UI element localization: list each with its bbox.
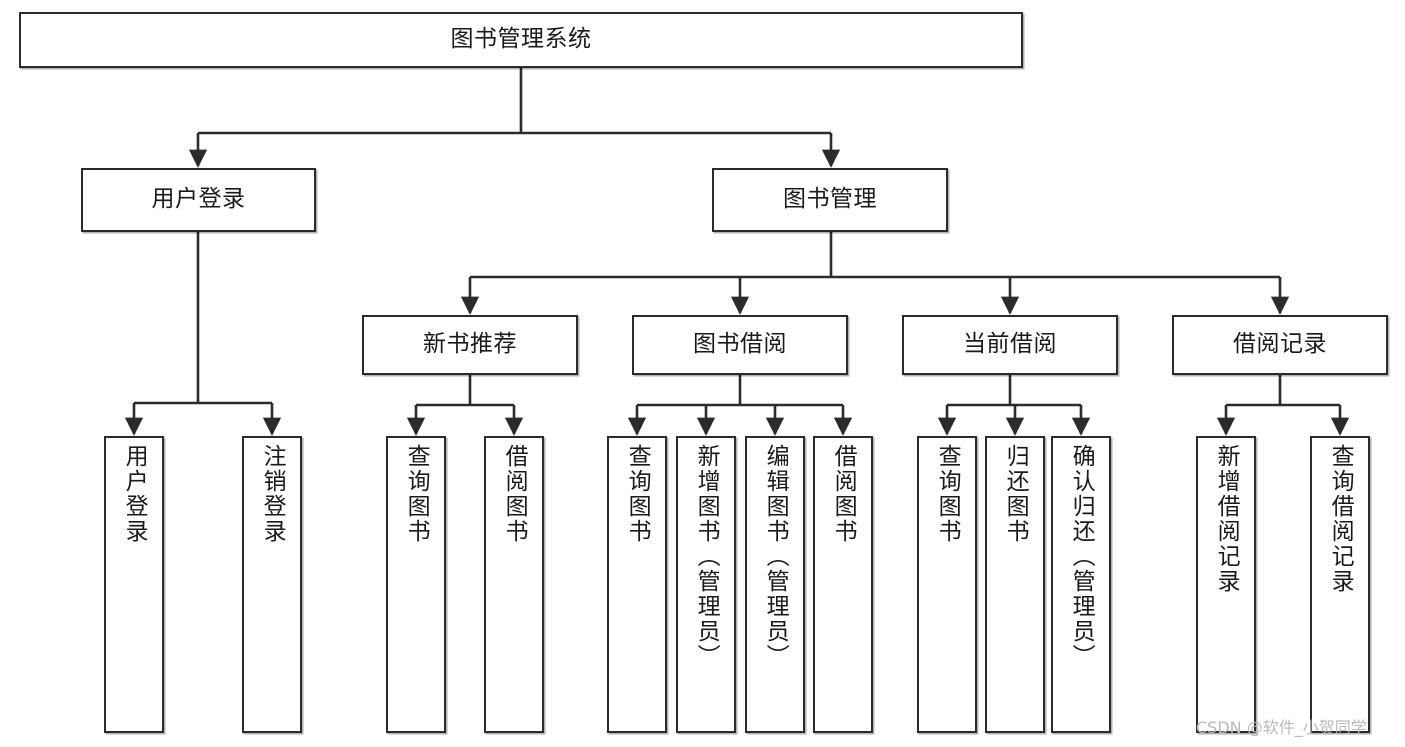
node-book-borrowing[interactable]: 图书借阅	[632, 315, 848, 375]
node-label: 查询图书	[934, 444, 961, 544]
node-label: 新增图书（管理员）	[693, 444, 720, 669]
node-leaf-confirm-return-admin[interactable]: 确认归还（管理员）	[1051, 436, 1111, 733]
node-leaf-add-borrow-record[interactable]: 新增借阅记录	[1196, 436, 1256, 733]
node-user-login[interactable]: 用户登录	[81, 168, 316, 232]
node-label: 图书借阅	[693, 331, 787, 358]
node-label: 借阅记录	[1233, 331, 1327, 358]
node-label: 图书管理	[783, 186, 877, 213]
watermark-csdn: CSDN @软件_小贺同学	[1196, 718, 1367, 737]
node-label: 图书管理系统	[450, 26, 592, 53]
node-leaf-query-borrow-record[interactable]: 查询借阅记录	[1310, 436, 1370, 733]
node-label: 查询借阅记录	[1327, 444, 1354, 594]
node-label: 注销登录	[259, 444, 286, 544]
node-leaf-logout[interactable]: 注销登录	[242, 436, 302, 733]
node-current-borrowing[interactable]: 当前借阅	[902, 315, 1118, 375]
node-new-book-recommendation[interactable]: 新书推荐	[362, 315, 578, 375]
node-leaf-user-login[interactable]: 用户登录	[104, 436, 164, 733]
node-leaf-borrow-book-new-rec[interactable]: 借阅图书	[484, 436, 544, 733]
node-root-book-management-system[interactable]: 图书管理系统	[19, 12, 1023, 68]
node-book-management[interactable]: 图书管理	[712, 168, 948, 232]
node-label: 当前借阅	[963, 331, 1057, 358]
node-label: 查询图书	[403, 444, 430, 544]
node-label: 归还图书	[1002, 444, 1029, 544]
node-label: 借阅图书	[830, 444, 857, 544]
node-borrowing-record[interactable]: 借阅记录	[1172, 315, 1388, 375]
node-label: 新增借阅记录	[1213, 444, 1240, 594]
node-label: 查询图书	[624, 444, 651, 544]
node-label: 确认归还（管理员）	[1068, 444, 1095, 669]
node-label: 借阅图书	[501, 444, 528, 544]
node-leaf-add-book-admin[interactable]: 新增图书（管理员）	[676, 436, 736, 733]
node-leaf-return-book[interactable]: 归还图书	[985, 436, 1045, 733]
node-leaf-query-book-borrow[interactable]: 查询图书	[607, 436, 667, 733]
node-label: 编辑图书（管理员）	[762, 444, 789, 669]
node-label: 用户登录	[151, 186, 246, 213]
node-label: 新书推荐	[423, 331, 517, 358]
node-leaf-query-book-new-rec[interactable]: 查询图书	[386, 436, 446, 733]
node-leaf-query-book-current[interactable]: 查询图书	[917, 436, 977, 733]
node-leaf-edit-book-admin[interactable]: 编辑图书（管理员）	[745, 436, 805, 733]
node-label: 用户登录	[121, 444, 148, 544]
node-leaf-borrow-book-borrow[interactable]: 借阅图书	[813, 436, 873, 733]
